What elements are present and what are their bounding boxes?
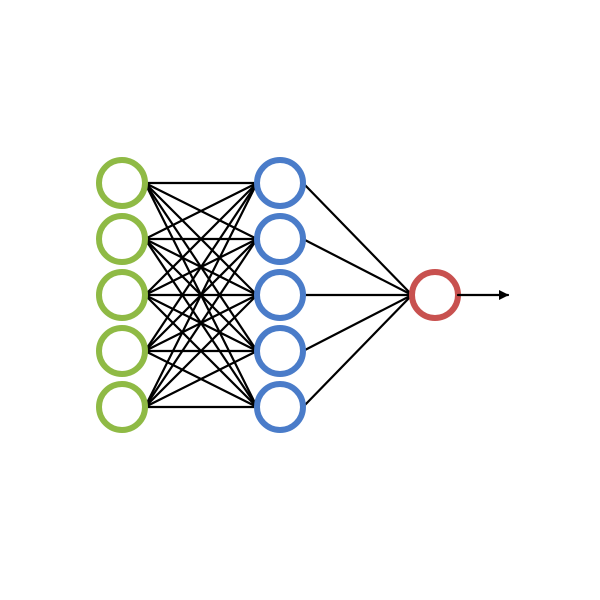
connection-input-layer-4-to-hidden-layer-1 [143,237,259,409]
input-layer-node-3 [96,325,148,377]
connection-input-layer-4-to-hidden-layer-2 [143,293,259,409]
connection-input-layer-4-to-hidden-layer-3 [143,349,259,409]
connection-hidden-layer-4-to-output-layer-0 [301,293,414,409]
input-layer-node-0 [96,157,148,209]
input-layer-node-2 [96,269,148,321]
hidden-layer-node-2 [254,269,306,321]
connection-input-layer-3-to-hidden-layer-0 [143,181,259,353]
hidden-layer-node-3 [254,325,306,377]
nodes-group [96,157,461,433]
hidden-layer-node-4 [254,381,306,433]
connection-hidden-layer-1-to-output-layer-0 [301,237,414,297]
connection-input-layer-1-to-hidden-layer-0 [143,181,259,241]
hidden-layer-node-1 [254,213,306,265]
connections-group [143,181,414,409]
input-layer-node-4 [96,381,148,433]
connection-hidden-layer-3-to-output-layer-0 [301,293,414,353]
connection-hidden-layer-0-to-output-layer-0 [301,181,414,297]
connection-input-layer-2-to-hidden-layer-0 [143,181,259,297]
hidden-layer-node-0 [254,157,306,209]
connection-input-layer-4-to-hidden-layer-0 [143,181,259,409]
input-layer-node-1 [96,213,148,265]
output-layer-node-0 [409,269,461,321]
